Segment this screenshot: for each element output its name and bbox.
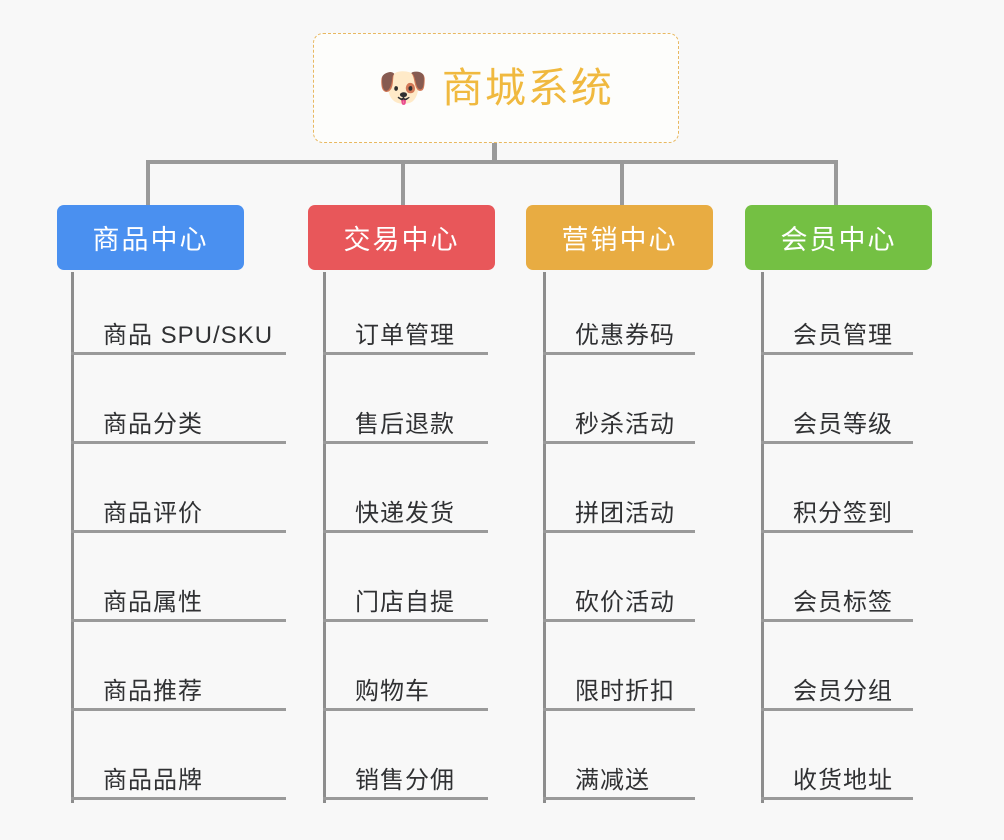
leaf-underline [543,619,695,622]
leaf-underline [323,352,488,355]
leaf-underline [71,708,286,711]
root-stem-line [492,143,497,164]
leaf-item-label: 会员标签 [793,589,893,616]
leaf-underline [543,530,695,533]
leaf-item-label: 限时折扣 [575,678,675,705]
leaf-item-label: 拼团活动 [575,500,675,527]
leaf-underline [761,530,913,533]
category-header-2[interactable]: 交易中心 [308,205,495,270]
leaf-item-label: 商品分类 [103,411,203,438]
leaf-underline [543,352,695,355]
column-trunk-line-4 [761,272,764,803]
leaf-item-label: 门店自提 [355,589,455,616]
column-trunk-line-3 [543,272,546,803]
category-header-label: 商品中心 [92,225,209,255]
leaf-underline [761,619,913,622]
connector-drop-line-2 [401,160,405,205]
column-trunk-line-1 [71,272,74,803]
leaf-underline [761,708,913,711]
connector-drop-line-1 [146,160,150,205]
category-header-label: 营销中心 [561,225,678,255]
leaf-underline [71,619,286,622]
leaf-item-label: 砍价活动 [575,589,675,616]
leaf-underline [761,441,913,444]
leaf-item-label: 积分签到 [793,500,893,527]
leaf-item-label: 商品品牌 [103,767,203,794]
connector-drop-line-4 [834,160,838,205]
root-node[interactable]: 🐶 商城系统 [313,33,679,143]
leaf-item-label: 订单管理 [355,322,455,349]
horizontal-bus-line [148,160,837,164]
leaf-item-label: 快递发货 [355,500,455,527]
category-header-4[interactable]: 会员中心 [745,205,932,270]
leaf-underline [71,352,286,355]
leaf-underline [543,441,695,444]
column-trunk-line-2 [323,272,326,803]
category-header-1[interactable]: 商品中心 [57,205,244,270]
leaf-item-label: 会员分组 [793,678,893,705]
leaf-item-label: 满减送 [575,767,650,794]
leaf-underline [71,441,286,444]
leaf-underline [761,352,913,355]
leaf-underline [543,708,695,711]
leaf-underline [323,441,488,444]
leaf-underline [761,797,913,800]
leaf-item-label: 优惠券码 [575,322,675,349]
leaf-item-label: 售后退款 [355,411,455,438]
leaf-underline [71,797,286,800]
leaf-item-label: 商品评价 [103,500,203,527]
leaf-item-label: 收货地址 [793,767,893,794]
category-header-label: 会员中心 [780,225,897,255]
category-header-3[interactable]: 营销中心 [526,205,713,270]
leaf-underline [323,619,488,622]
leaf-underline [543,797,695,800]
leaf-item-label: 销售分佣 [355,767,455,794]
leaf-underline [323,797,488,800]
leaf-underline [71,530,286,533]
leaf-item-label: 商品属性 [103,589,203,616]
leaf-item-label: 秒杀活动 [575,411,675,438]
leaf-underline [323,708,488,711]
leaf-item-label: 会员管理 [793,322,893,349]
root-title: 商城系统 [441,64,614,111]
connector-drop-line-3 [620,160,624,205]
leaf-item-label: 商品 SPU/SKU [103,322,274,349]
leaf-item-label: 购物车 [355,678,430,705]
leaf-item-label: 商品推荐 [103,678,203,705]
shiba-dog-icon: 🐶 [378,66,428,110]
leaf-underline [323,530,488,533]
leaf-item-label: 会员等级 [793,411,893,438]
category-header-label: 交易中心 [343,225,460,255]
